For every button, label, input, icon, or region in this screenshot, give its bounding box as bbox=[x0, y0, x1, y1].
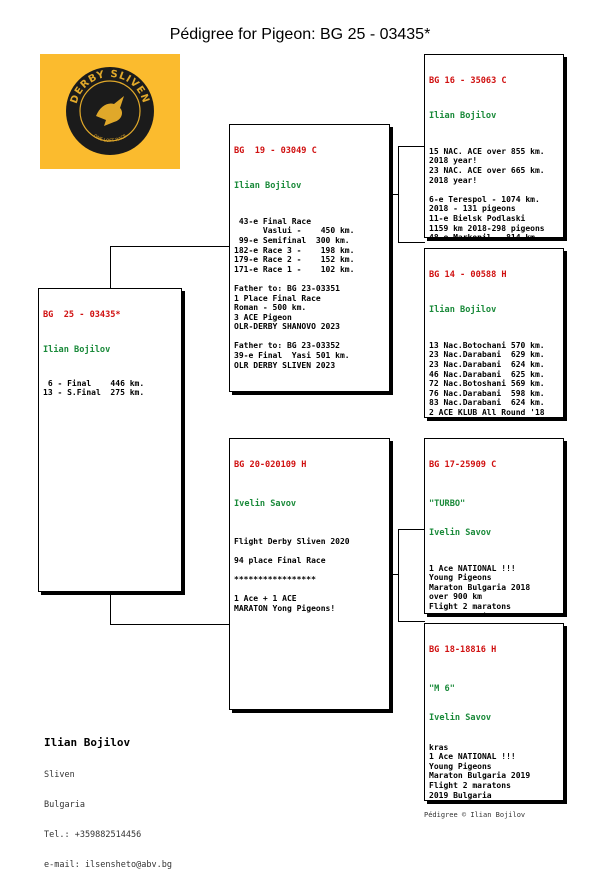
breeder-city: Sliven bbox=[44, 770, 75, 780]
dam-sire-card: BG 17-25909 C "TURBO" Ivelin Savov 1 Ace… bbox=[424, 438, 564, 614]
dam-dam-card: BG 18-18816 H "M 6" Ivelin Savov kras 1 … bbox=[424, 623, 564, 801]
breeder-phone: Tel.: +359882514456 bbox=[44, 830, 142, 840]
dam-sire-notes: 1 Ace NATIONAL !!! Young Pigeons Maraton… bbox=[429, 563, 531, 613]
dove-icon bbox=[96, 96, 124, 126]
sire-card: BG 19 - 03049 C Ilian Bojilov 43-e Final… bbox=[229, 124, 390, 392]
sire-sire-card: BG 16 - 35063 C Ilian Bojilov 15 NAC. AC… bbox=[424, 54, 564, 238]
dam-dam-notes: kras 1 Ace NATIONAL !!! Young Pigeons Ma… bbox=[429, 742, 531, 800]
dam-dam-ring-number: BG 18-18816 H bbox=[429, 645, 497, 656]
subject-notes: 6 - Final 446 km. 13 - S.Final 275 km. bbox=[43, 378, 145, 398]
sire-sire-ring-number: BG 16 - 35063 C bbox=[429, 76, 507, 87]
dam-sire-owner: Ivelin Savov bbox=[429, 527, 492, 538]
sire-dam-owner: Ilian Bojilov bbox=[429, 304, 497, 315]
dam-sire-nickname: "TURBO" bbox=[429, 498, 466, 509]
page-title: Pédigree for Pigeon: BG 25 - 03435* bbox=[169, 26, 431, 43]
dam-dam-nickname: "M 6" bbox=[429, 683, 455, 694]
breeder-country: Bulgaria bbox=[44, 800, 85, 810]
dam-card: BG 20-020109 H Ivelin Savov Flight Derby… bbox=[229, 438, 390, 710]
subject-owner: Ilian Bojilov bbox=[43, 344, 111, 355]
breeder-email: e-mail: ilsensheto@abv.bg bbox=[44, 860, 172, 870]
breeder-contact: Ilian Bojilov Sliven Bulgaria Tel.: +359… bbox=[44, 716, 172, 880]
sire-notes: 43-e Final Race Vaslui - 450 km. 99-e Se… bbox=[234, 216, 355, 370]
sire-dam-ring-number: BG 14 - 00588 H bbox=[429, 270, 507, 281]
sire-sire-owner: Ilian Bojilov bbox=[429, 110, 497, 121]
breeder-name: Ilian Bojilov bbox=[44, 736, 131, 749]
derby-sliven-logo: DERBY SLIVEN ONE LOFT RACE bbox=[40, 54, 180, 169]
dam-ring-number: BG 20-020109 H bbox=[234, 460, 307, 471]
dam-sire-ring-number: BG 17-25909 C bbox=[429, 460, 497, 471]
sire-sire-notes: 15 NAC. ACE over 855 km. 2018 year! 23 N… bbox=[429, 146, 545, 238]
copyright-text: Pédigree © Ilian Bojilov bbox=[424, 811, 526, 819]
dam-owner: Ivelin Savov bbox=[234, 498, 297, 509]
sire-owner: Ilian Bojilov bbox=[234, 180, 302, 191]
logo-emblem: DERBY SLIVEN ONE LOFT RACE bbox=[66, 67, 154, 155]
sire-ring-number: BG 19 - 03049 C bbox=[234, 146, 317, 157]
subject-ring-number: BG 25 - 03435* bbox=[43, 310, 121, 321]
dam-notes: Flight Derby Sliven 2020 94 place Final … bbox=[234, 536, 350, 613]
sire-dam-card: BG 14 - 00588 H Ilian Bojilov 13 Nac.Bot… bbox=[424, 248, 564, 418]
dam-dam-owner: Ivelin Savov bbox=[429, 712, 492, 723]
sire-dam-notes: 13 Nac.Botochani 570 km. 23 Nac.Darabani… bbox=[429, 340, 545, 417]
subject-pigeon-card: BG 25 - 03435* Ilian Bojilov 6 - Final 4… bbox=[38, 288, 182, 592]
